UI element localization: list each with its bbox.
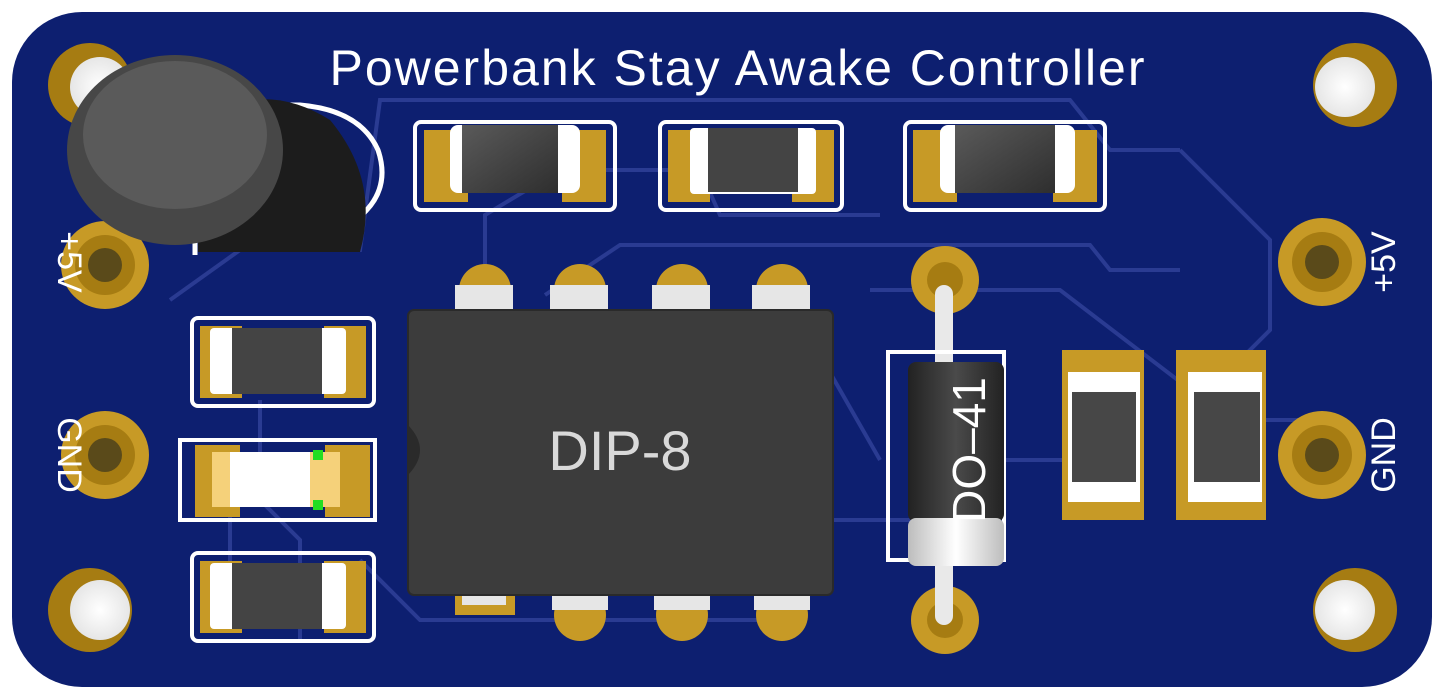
right-5v-label: +5V — [1365, 231, 1403, 293]
do41-label: DO–41 — [943, 377, 995, 523]
smd-right-1 — [1062, 350, 1144, 520]
smd-left-1 — [190, 316, 376, 408]
mounting-hole-bottom-right — [1313, 568, 1397, 652]
left-gnd-pad — [61, 411, 149, 499]
left-gnd-label: GND — [50, 417, 88, 493]
mounting-hole-bottom-left — [48, 568, 132, 652]
smd-left-3 — [190, 551, 376, 643]
left-5v-pad — [61, 221, 149, 309]
smd-top-1 — [413, 120, 617, 212]
board-title: Powerbank Stay Awake Controller — [329, 40, 1146, 96]
do41-diode: DO–41 — [886, 246, 1006, 654]
left-5v-label: +5V — [50, 231, 88, 293]
mounting-hole-top-right — [1313, 43, 1397, 127]
right-gnd-pad — [1278, 411, 1366, 499]
dip8-label: DIP-8 — [548, 419, 691, 482]
dip8-ic: DIP-8 — [407, 264, 834, 641]
right-gnd-label: GND — [1365, 417, 1403, 493]
smd-top-3 — [903, 120, 1107, 212]
right-5v-pad — [1278, 218, 1366, 306]
smd-right-2 — [1176, 350, 1266, 520]
to92-transistor — [67, 55, 385, 255]
smd-led — [178, 438, 377, 522]
smd-top-2 — [658, 120, 844, 212]
